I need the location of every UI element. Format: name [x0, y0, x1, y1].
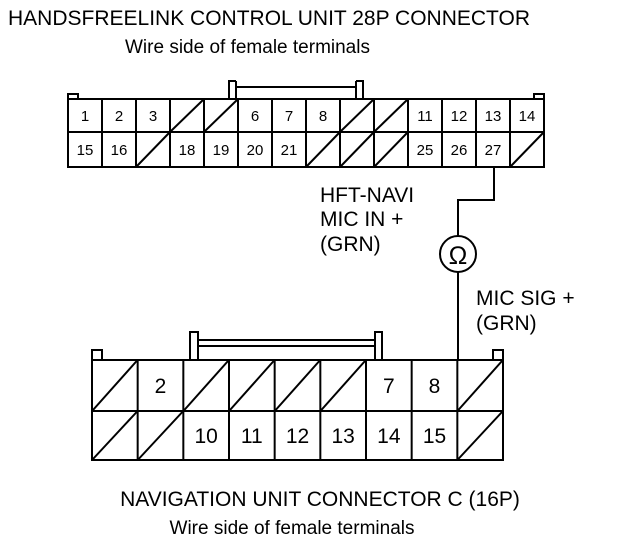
- unused-cavity: [457, 411, 503, 460]
- pin-label: 18: [179, 142, 196, 159]
- unused-cavity: [92, 411, 138, 460]
- mic-label-line1: MIC SIG +: [476, 287, 575, 310]
- test-wire: [439, 167, 495, 360]
- pin-label: 6: [251, 108, 259, 125]
- unused-cavity: [183, 360, 229, 411]
- unused-cavity: [204, 99, 238, 132]
- pin-label: 14: [519, 108, 536, 125]
- pin-label: 11: [417, 108, 433, 125]
- pin-label: 7: [383, 375, 395, 398]
- pin-label: 10: [194, 425, 217, 448]
- pin-label: 13: [485, 108, 502, 125]
- unused-cavity: [274, 360, 321, 411]
- top-connector-subtitle: Wire side of female terminals: [125, 37, 370, 58]
- pin-label: 2: [115, 108, 123, 125]
- pin-label: 16: [111, 142, 128, 159]
- hft-label-line2: MIC IN +: [320, 208, 403, 231]
- unused-cavity: [306, 132, 340, 167]
- ohm-icon: Ω: [449, 242, 468, 270]
- unused-cavity: [229, 360, 275, 411]
- pin-label: 14: [377, 425, 401, 448]
- bottom-connector-subtitle: Wire side of female terminals: [170, 518, 415, 539]
- bottom-connector-row2: 10 11 12 13 14 15: [92, 411, 503, 460]
- pin-label: 3: [149, 108, 157, 125]
- pin-label: 2: [155, 375, 167, 398]
- pin-label: 8: [319, 108, 327, 125]
- unused-cavity: [374, 132, 408, 167]
- mic-label-line2: (GRN): [476, 312, 537, 335]
- pin-label: 15: [77, 142, 94, 159]
- mic-wire-label: MIC SIG + (GRN): [476, 287, 575, 335]
- pin-label: 11: [241, 425, 263, 448]
- unused-cavity: [510, 132, 544, 167]
- unused-cavity: [374, 99, 408, 132]
- bottom-connector-title: NAVIGATION UNIT CONNECTOR C (16P): [120, 488, 520, 511]
- pin-label: 21: [281, 142, 298, 159]
- pin-label: 13: [331, 425, 354, 448]
- top-connector-title: HANDSFREELINK CONTROL UNIT 28P CONNECTOR: [8, 7, 530, 30]
- pin-label: 15: [423, 425, 446, 448]
- pin-label: 27: [485, 142, 502, 159]
- pin-label: 20: [247, 142, 264, 159]
- top-connector-row2: 15 16 18 19 20 21 25 26 27: [77, 132, 544, 167]
- unused-cavity: [457, 360, 503, 411]
- unused-cavity: [92, 360, 138, 411]
- hft-label-line3: (GRN): [320, 233, 381, 256]
- pin-label: 12: [451, 108, 468, 125]
- bottom-connector: [91, 331, 504, 461]
- pin-label: 1: [81, 108, 89, 125]
- pin-label: 8: [429, 375, 441, 398]
- unused-cavity: [340, 99, 374, 132]
- pin-label: 19: [213, 142, 230, 159]
- pin-label: 25: [417, 142, 434, 159]
- unused-cavity: [340, 132, 374, 167]
- pin-label: 12: [286, 425, 309, 448]
- unused-cavity: [320, 360, 366, 411]
- unused-cavity: [136, 132, 170, 167]
- hft-wire-label: HFT-NAVI MIC IN + (GRN): [320, 184, 414, 256]
- bottom-connector-row1: 2 7 8: [92, 360, 503, 411]
- unused-cavity: [137, 411, 184, 460]
- unused-cavity: [170, 99, 204, 132]
- pin-label: 26: [451, 142, 468, 159]
- hft-label-line1: HFT-NAVI: [320, 184, 414, 207]
- pin-label: 7: [285, 108, 293, 125]
